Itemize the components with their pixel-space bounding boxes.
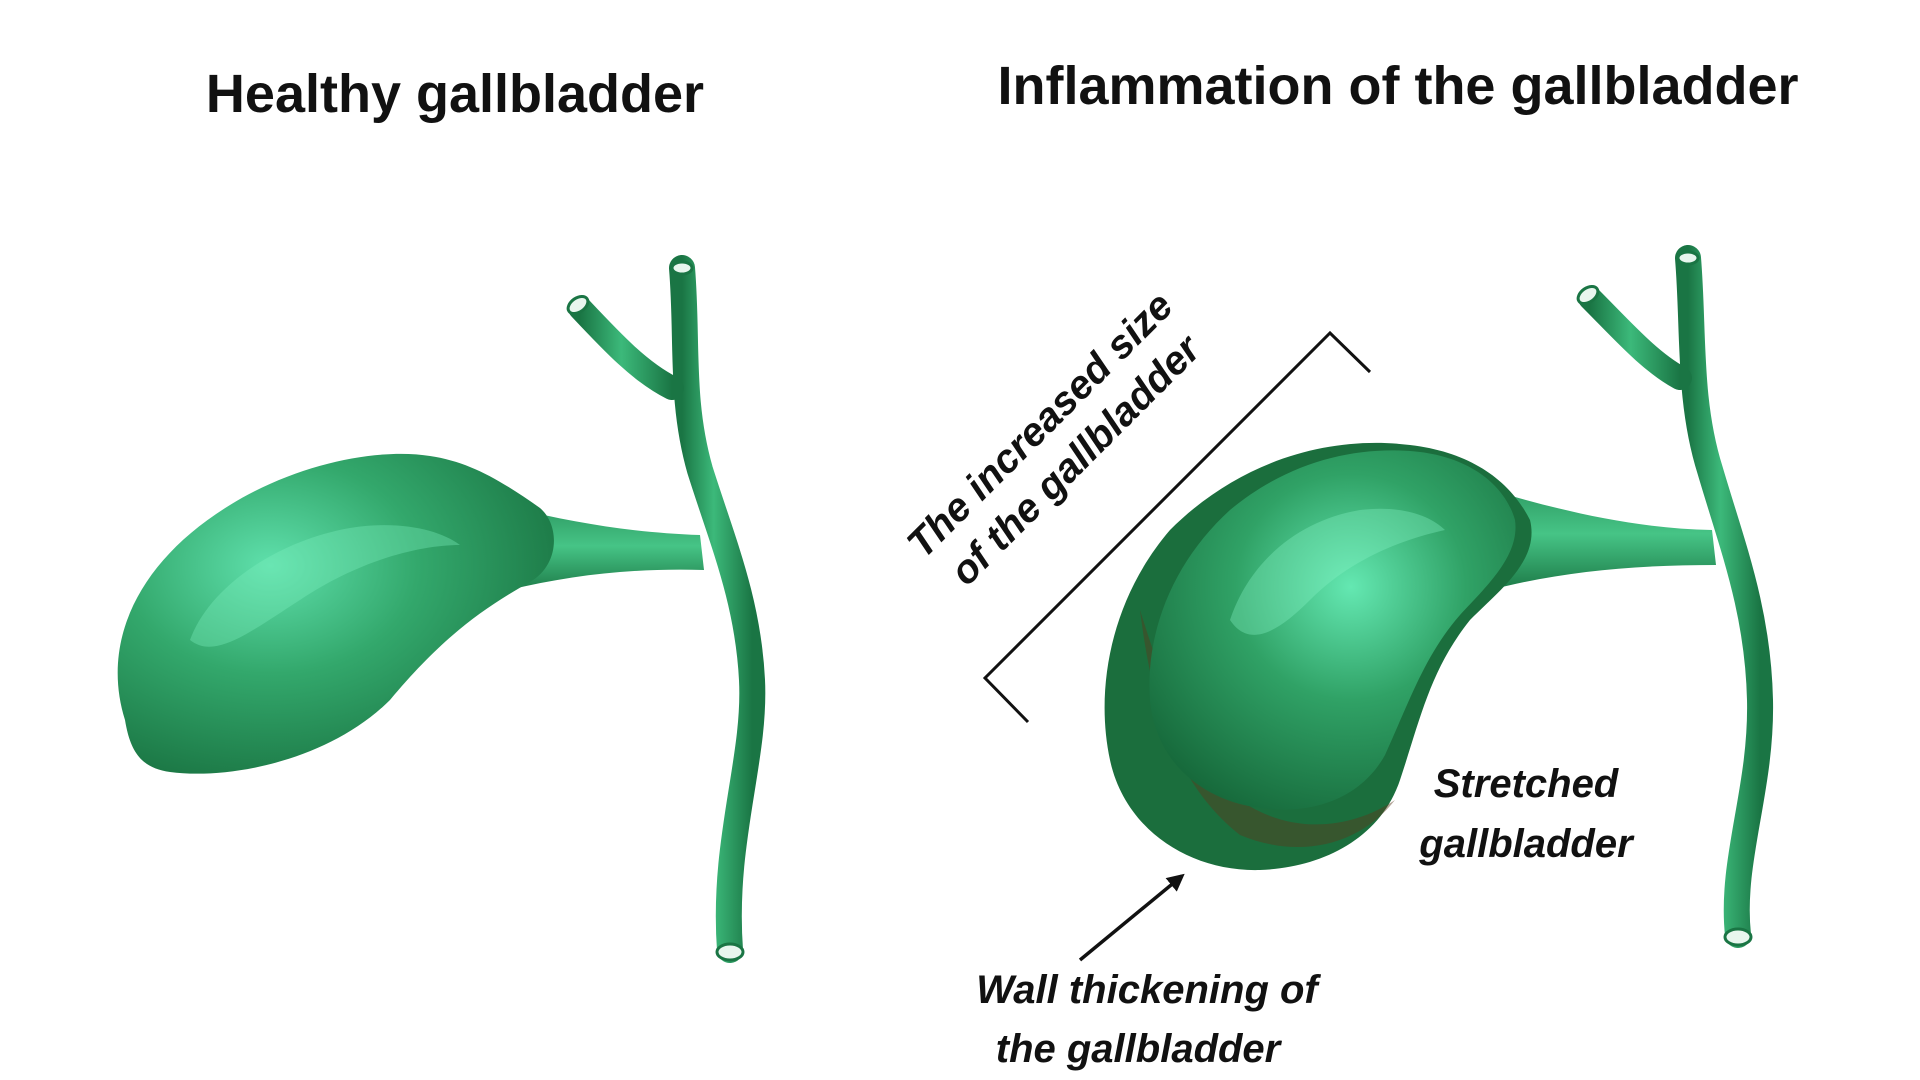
inflamed-duct-opening-bottom [1723, 927, 1753, 947]
inflamed-sac [1149, 450, 1516, 810]
inflamed-branch-duct [1578, 286, 1692, 390]
healthy-branch-duct [568, 296, 684, 400]
stretched-label-line2: gallbladder [1418, 822, 1635, 866]
healthy-duct-opening-branch [566, 294, 590, 316]
healthy-sac-highlight [190, 525, 460, 647]
wall-thickening-arrow [1078, 873, 1185, 962]
wall-thickening-label-line2: the gallbladder [996, 1027, 1283, 1071]
size-bracket [982, 330, 1372, 724]
healthy-duct-opening-bottom [715, 942, 745, 962]
wall-thickening-label-line1: Wall thickening of [976, 968, 1321, 1012]
healthy-hepatic-duct [669, 255, 766, 963]
inflamed-gallbladder [1104, 245, 1774, 948]
inflamed-sac-highlight [1230, 508, 1445, 635]
inflamed-duct-opening-branch [1576, 284, 1600, 306]
healthy-gallbladder [117, 255, 766, 963]
inflamed-duct-opening-top [1676, 250, 1700, 266]
inflamed-title: Inflammation of the gallbladder [997, 56, 1798, 116]
healthy-title: Healthy gallbladder [206, 64, 704, 124]
healthy-sac [117, 453, 554, 774]
inflamed-hepatic-duct [1675, 245, 1774, 948]
healthy-duct-opening-top [670, 260, 694, 276]
stretched-label-line1: Stretched [1434, 762, 1620, 806]
